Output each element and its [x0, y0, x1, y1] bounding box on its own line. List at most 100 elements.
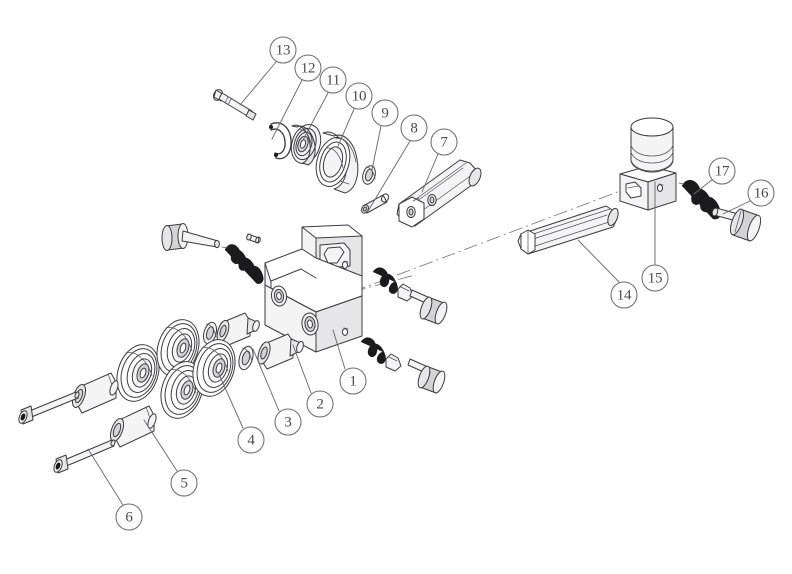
body-step-ledge-2 [300, 268, 317, 279]
washer3l-highlight [241, 347, 253, 363]
callout-bubble-10[interactable] [345, 82, 373, 110]
callout-leader-2 [292, 344, 312, 394]
callout-11[interactable]: 11 [302, 66, 347, 141]
callout-bubble-4[interactable] [237, 426, 265, 454]
part-17-compression-spring [678, 180, 721, 220]
bush5u-far-face [109, 380, 119, 396]
bush5l-face-bore [112, 422, 122, 438]
callout-number-5: 5 [180, 476, 187, 492]
callout-3[interactable]: 3 [252, 348, 302, 436]
part-4-roller-bearing-d [192, 339, 236, 397]
callout-number-8: 8 [410, 121, 417, 137]
callout-leader-11 [302, 92, 329, 141]
callout-number-16: 16 [754, 186, 769, 202]
callout-leader-14 [577, 239, 621, 284]
bearing11-ring-1 [293, 127, 317, 161]
brg4a-hl [125, 352, 153, 377]
shaft14-facet-2 [525, 220, 613, 250]
bolt6l-socket [55, 462, 61, 470]
callout-12[interactable]: 12 [271, 54, 322, 140]
callout-leader-8 [367, 140, 411, 212]
callout-7[interactable]: 7 [421, 128, 458, 193]
bolt6l-shank [61, 439, 115, 468]
brg4a-ring1 [120, 348, 158, 398]
stud2l-step-face [296, 340, 304, 354]
callout-number-7: 7 [440, 135, 448, 151]
callout-14[interactable]: 14 [577, 239, 638, 309]
callout-bubble-1[interactable] [339, 367, 367, 395]
part-6-socket-head-bolt-upper [18, 391, 80, 425]
stud2u-step-face [252, 320, 260, 332]
callout-bubble-11[interactable] [319, 66, 347, 94]
part-8-lever-pivot-pin [361, 193, 389, 214]
callout-number-17: 17 [715, 164, 730, 180]
callout-5[interactable]: 5 [143, 419, 198, 497]
stud2l-face-bore [260, 346, 268, 360]
bolt6l-tip [110, 439, 116, 447]
callout-16[interactable]: 16 [722, 179, 775, 215]
callout-bubble-7[interactable] [430, 128, 458, 156]
callout-number-6: 6 [125, 510, 133, 526]
callout-leader-12 [271, 79, 303, 140]
stud2u-face-bore [219, 324, 227, 338]
bearing11-highlight [297, 129, 312, 144]
callout-15[interactable]: 15 [641, 181, 669, 292]
cube15-thread-tick [658, 183, 664, 186]
body-v-notch-inner [323, 246, 345, 264]
callout-4[interactable]: 4 [217, 371, 265, 454]
snap-ring-inner-arc [270, 128, 286, 155]
part-4-roller-bearing-a [116, 344, 160, 402]
callout-leader-3 [252, 348, 280, 412]
pin-tip [245, 109, 257, 121]
bush5l-step-line [145, 406, 151, 419]
bush5u-step-line [107, 373, 113, 386]
cap15-top-face [630, 117, 674, 137]
brg4b-bore-core [179, 342, 187, 354]
callout-8[interactable]: 8 [367, 114, 428, 212]
callout-number-2: 2 [316, 397, 323, 413]
brg4d-ring2 [202, 348, 232, 388]
spring17-coils [681, 180, 721, 220]
callout-bubble-12[interactable] [294, 54, 322, 82]
washer3u-highlight [205, 323, 217, 338]
cube15-thread-hole [656, 184, 664, 192]
callout-17[interactable]: 17 [693, 157, 736, 195]
callout-number-9: 9 [381, 106, 388, 122]
race10-barrel-step [339, 180, 350, 185]
cap15-groove-2 [630, 151, 674, 164]
callout-bubble-2[interactable] [306, 390, 334, 418]
part-6-socket-head-bolt-lower [53, 439, 116, 474]
callout-bubble-15[interactable] [641, 264, 669, 292]
callout-leader-10 [337, 108, 355, 147]
callout-bubble-3[interactable] [274, 408, 302, 436]
screw16-head-back [746, 214, 762, 242]
callout-2[interactable]: 2 [292, 344, 334, 418]
part-14-hex-shaft-rod [517, 205, 619, 255]
callout-bubble-17[interactable] [708, 157, 736, 185]
cap15-barrel [630, 127, 674, 173]
callout-6[interactable]: 6 [87, 448, 143, 531]
callout-bubble-16[interactable] [747, 179, 775, 207]
callout-bubble-9[interactable] [371, 99, 399, 127]
callout-leader-9 [371, 125, 382, 171]
race10-bore-shadow [326, 147, 344, 169]
part-13-shoulder-pin [212, 89, 257, 121]
callout-bubble-13[interactable] [269, 36, 297, 64]
part-15-valve-body-cube [619, 117, 677, 211]
callout-bubble-5[interactable] [170, 469, 198, 497]
callout-bubble-14[interactable] [610, 281, 638, 309]
screw-ul-head-face [161, 225, 173, 251]
callout-10[interactable]: 10 [337, 82, 373, 147]
callout-9[interactable]: 9 [371, 99, 399, 171]
callout-bubble-8[interactable] [400, 114, 428, 142]
brg4d-hl [201, 347, 229, 372]
callout-bubble-6[interactable] [115, 503, 143, 531]
part-16-knurled-thumb-screw [711, 207, 762, 242]
callout-1[interactable]: 1 [332, 329, 367, 395]
brg4b-hl [165, 327, 193, 352]
cap15-groove-1 [630, 144, 674, 157]
callout-13[interactable]: 13 [239, 36, 297, 106]
